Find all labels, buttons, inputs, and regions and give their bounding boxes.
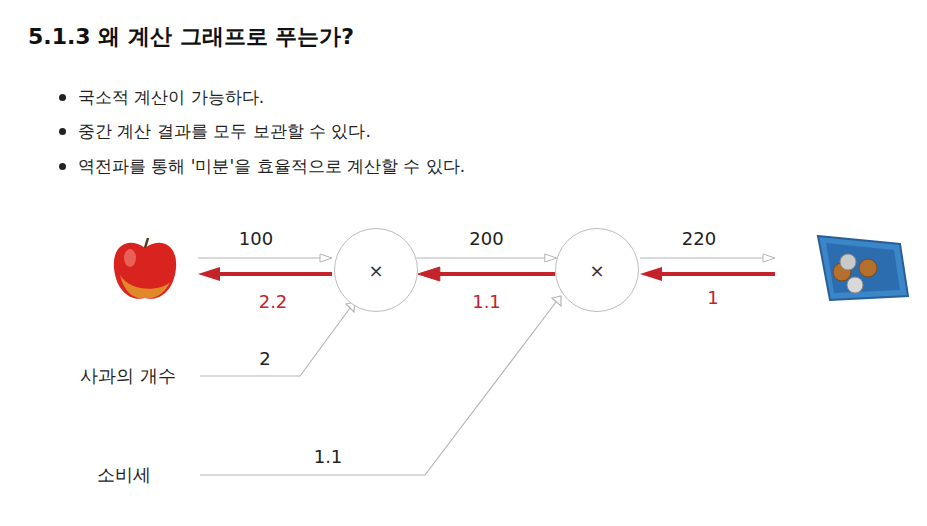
operator-symbol: × [368, 260, 383, 281]
flow-value: 220 [682, 228, 716, 249]
input-value: 2 [259, 348, 270, 369]
bullet-item: 국소적 계산이 가능하다. [78, 86, 264, 109]
operation-circle: × [334, 228, 418, 312]
bullet-item: 중간 계산 결과를 모두 보관할 수 있다. [78, 120, 371, 143]
backward-arrow [418, 267, 555, 281]
money-tray-illustration [818, 236, 908, 300]
heading: 5.1.3 왜 계산 그래프로 푸는가? [28, 22, 354, 52]
operator-symbol: × [589, 260, 604, 281]
apple-illustration [114, 238, 176, 299]
bullet-item: 역전파를 통해 '미분'을 효율적으로 계산할 수 있다. [78, 155, 465, 178]
flow-value: 200 [469, 228, 503, 249]
input-name: 소비세 [97, 463, 151, 487]
flow-value: 100 [239, 228, 273, 249]
input-leaders [200, 296, 561, 475]
gradient-value: 1.1 [472, 291, 501, 312]
gradient-value: 1 [707, 287, 718, 308]
flow-arrows [198, 254, 775, 281]
input-value: 1.1 [314, 446, 343, 467]
operation-circle: × [555, 228, 639, 312]
input-name: 사과의 개수 [80, 364, 176, 388]
gradient-value: 2.2 [259, 291, 288, 312]
forward-arrow [416, 254, 557, 262]
